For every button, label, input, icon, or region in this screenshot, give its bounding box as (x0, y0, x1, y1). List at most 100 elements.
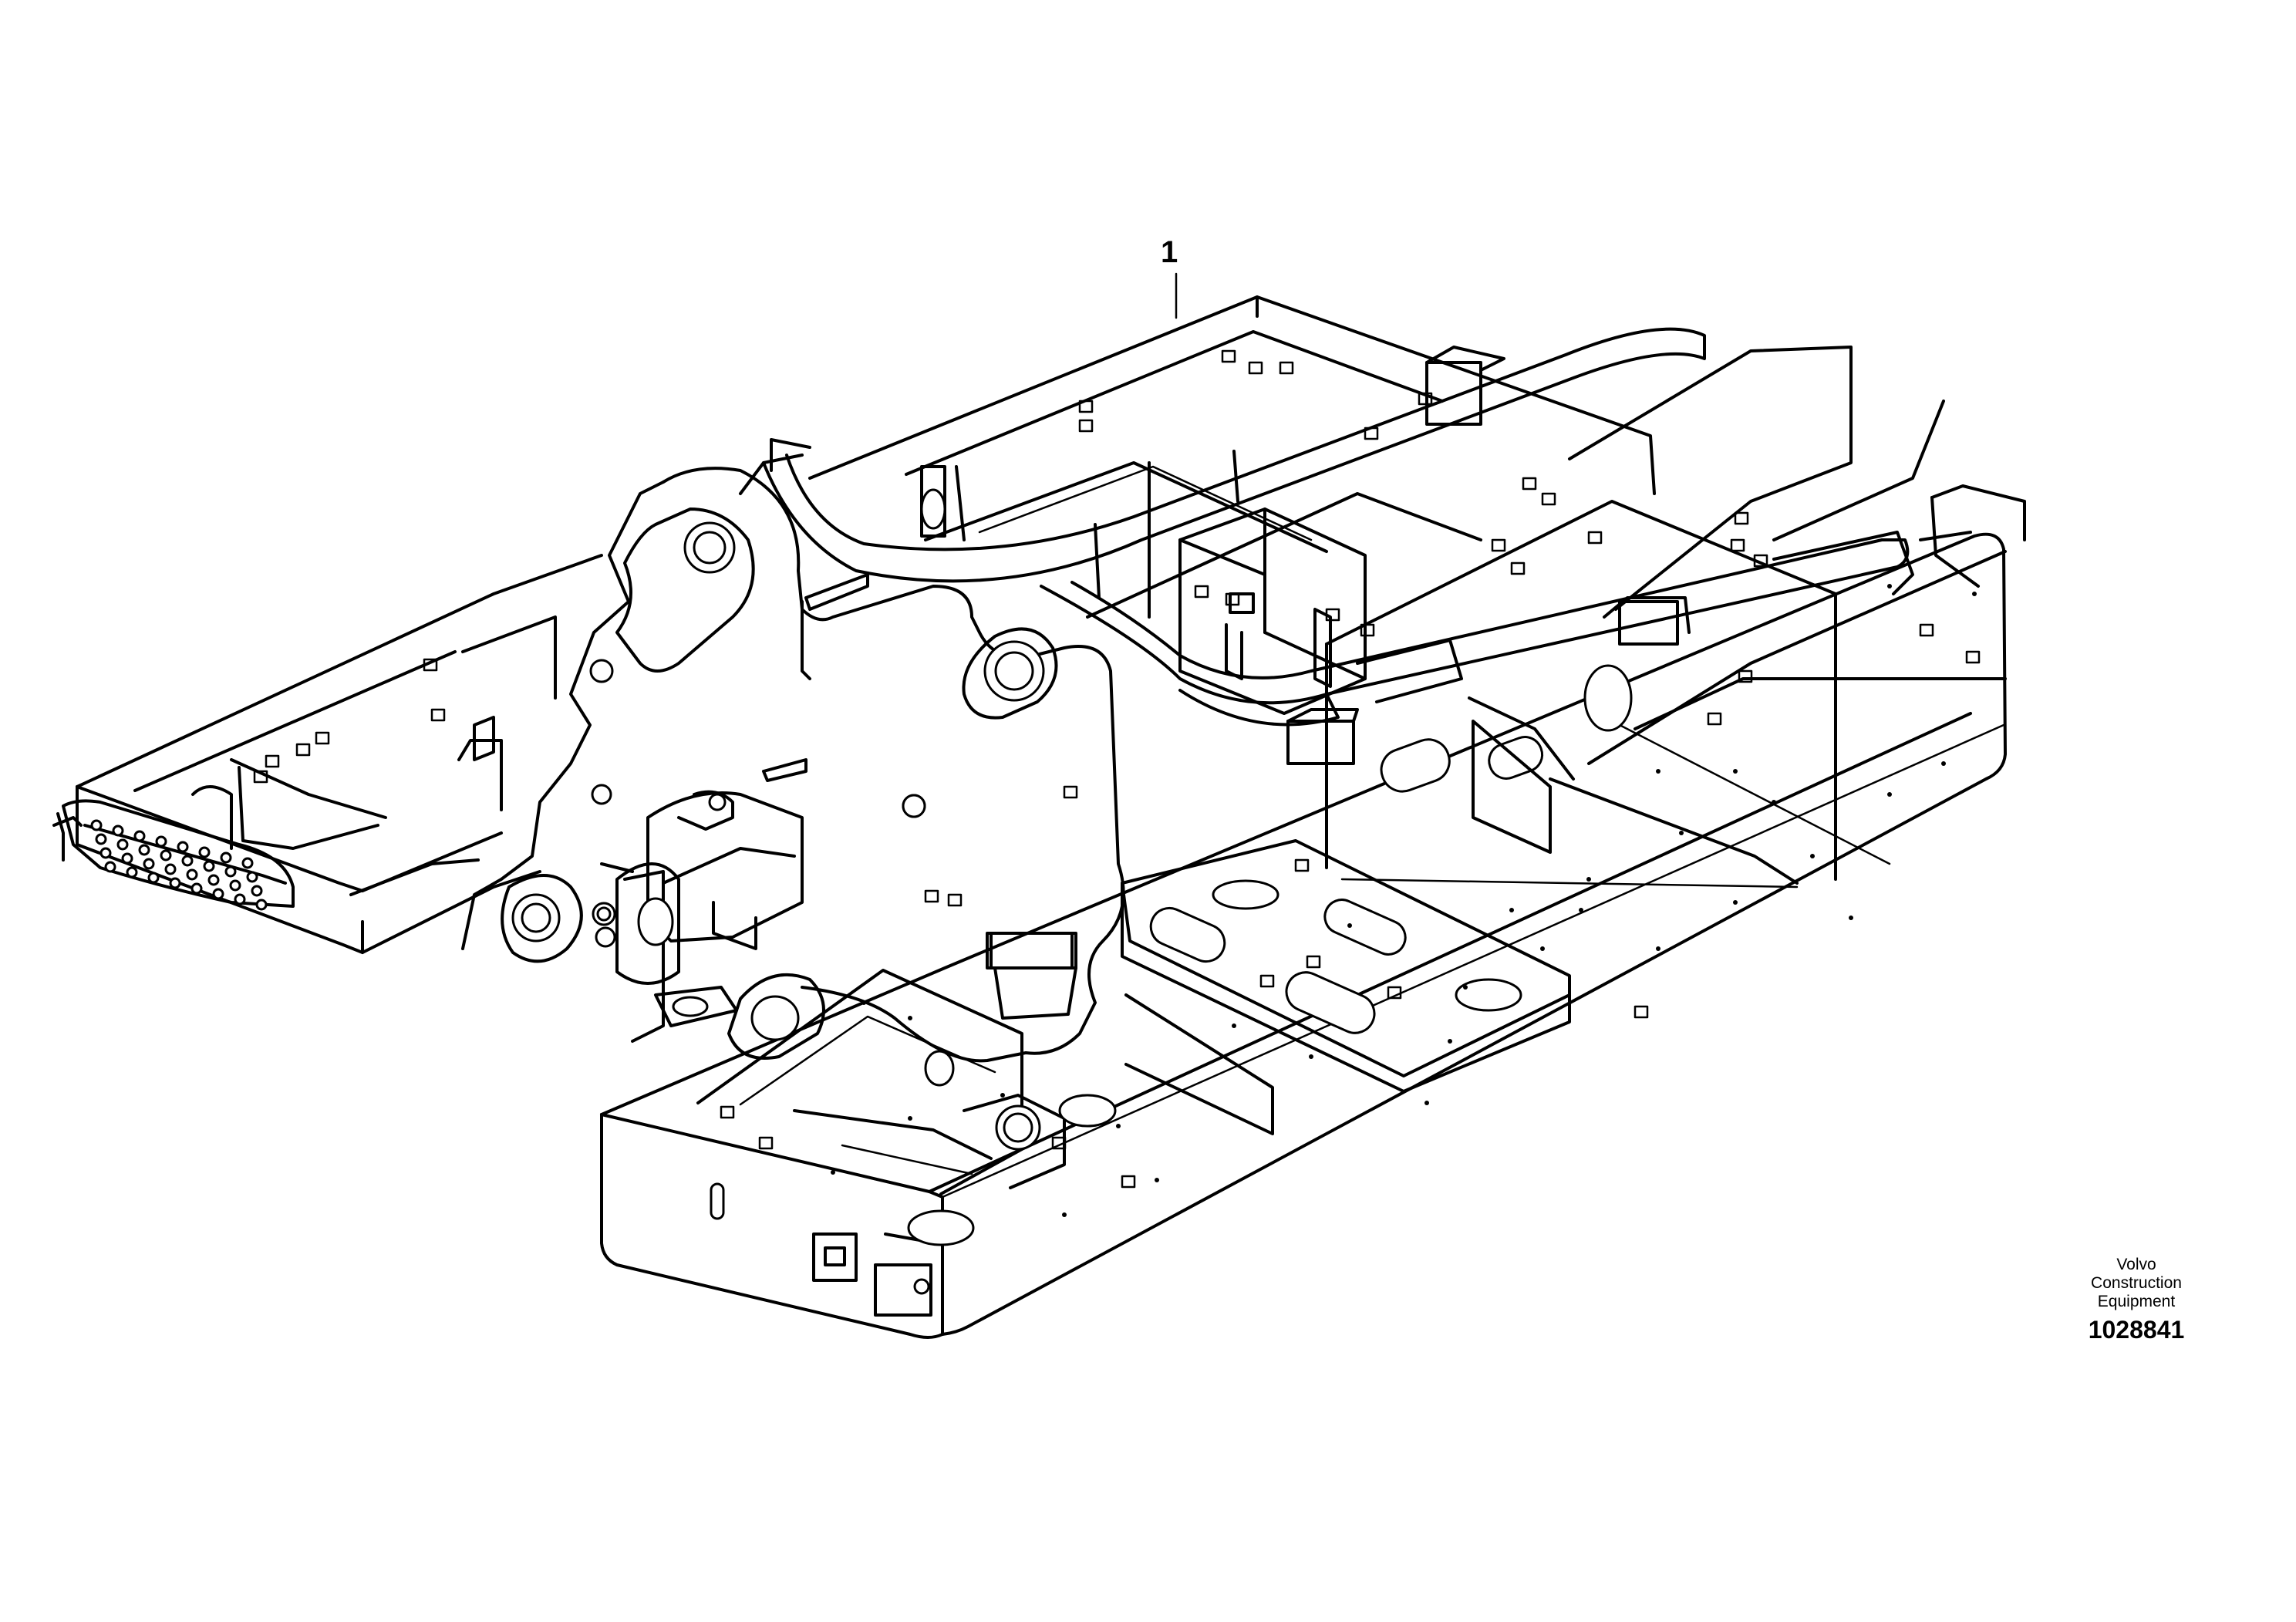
step-perforation (164, 863, 177, 875)
rivet-dot (1579, 908, 1583, 912)
rivet-dot (1941, 761, 1946, 766)
hardware-block (1965, 650, 1981, 664)
step-perforation (190, 882, 203, 895)
rivet-dot (1116, 1124, 1121, 1128)
rivet-dot (1509, 908, 1514, 912)
rivet-dot (908, 1016, 912, 1020)
right-floor-panels (1325, 500, 2007, 889)
rivet-dot (1679, 831, 1684, 835)
step-perforation (116, 838, 129, 851)
hardware-block (423, 658, 438, 672)
step-perforation (90, 819, 103, 831)
rivet-dot (1463, 985, 1468, 990)
step-perforation (160, 849, 172, 862)
hardware-block (253, 770, 268, 784)
hardware-block (1194, 585, 1209, 599)
hardware-block (1738, 669, 1753, 683)
hardware-block (265, 754, 280, 768)
step-perforation (133, 830, 146, 842)
step-perforation (246, 871, 258, 883)
step-perforation (155, 835, 167, 848)
hardware-block (1360, 623, 1375, 637)
boom-foot-bracket (461, 438, 1125, 1063)
hardware-block (1387, 986, 1402, 1000)
step-perforation (224, 865, 237, 878)
drawing-credit: Volvo Construction Equipment 1028841 (2021, 1256, 2252, 1345)
drawing-number: 1028841 (2088, 1316, 2185, 1344)
step-perforation (186, 868, 198, 881)
rivet-dot (908, 1116, 912, 1121)
step-perforation (181, 855, 194, 867)
callout-number: 1 (1161, 235, 1178, 269)
deck-structure (696, 969, 1274, 1246)
hardware-blocks (253, 349, 1981, 1217)
hardware-block (1418, 392, 1433, 406)
rivet-dot (1424, 1101, 1429, 1105)
hardware-block (1078, 419, 1094, 433)
rivet-dot (1309, 1054, 1313, 1059)
rivet-dot (1733, 769, 1738, 774)
rivet-dot (1656, 946, 1660, 951)
hardware-block (1306, 955, 1321, 969)
hardware-block (1121, 1175, 1136, 1189)
hardware-block (315, 731, 330, 745)
rivet-dot (1887, 584, 1892, 588)
hardware-block (1587, 531, 1603, 545)
hardware-block (947, 893, 963, 907)
step-perforation (234, 893, 246, 905)
hardware-block (1248, 361, 1263, 375)
step-perforation (255, 899, 268, 911)
step-perforation (177, 841, 189, 853)
hardware-block (1491, 538, 1506, 552)
rivet-dot (1733, 900, 1738, 905)
step-perforation (241, 857, 254, 869)
hardware-block (1225, 592, 1240, 606)
hardware-block (1294, 858, 1310, 872)
step-perforation (251, 885, 263, 897)
step-perforation (143, 858, 155, 870)
rivet-dot (1810, 854, 1815, 858)
rivet-dot (1155, 1178, 1159, 1182)
hardware-block (1919, 623, 1934, 637)
hardware-block (1051, 1136, 1067, 1150)
rivet-dot (1232, 1023, 1236, 1028)
hardware-block (430, 708, 446, 722)
step-plate (62, 799, 295, 911)
hardware-block (1078, 400, 1094, 413)
right-side-rail (600, 532, 2007, 1339)
hardware-block (924, 889, 939, 903)
rivet-dot (861, 1000, 866, 1005)
hardware-block (1279, 361, 1294, 375)
rivet-dot (1347, 923, 1352, 928)
hardware-block (1325, 608, 1340, 622)
step-perforation (121, 852, 133, 865)
step-perforation (229, 879, 241, 892)
step-perforation (207, 874, 220, 886)
step-perforation (147, 872, 160, 884)
step-perforation (138, 844, 150, 856)
rivet-dot (1887, 792, 1892, 797)
rivet-dot (831, 1170, 835, 1175)
rivet-dot (1540, 946, 1545, 951)
step-perforation (169, 877, 181, 889)
step-perforation (220, 851, 232, 864)
hardware-block (1510, 561, 1526, 575)
hardware-block (1633, 1005, 1649, 1019)
hardware-block (1734, 511, 1749, 525)
rivet-dot (1062, 1212, 1067, 1217)
rivet-dot (1849, 916, 1853, 920)
center-box-beam (990, 839, 1571, 1093)
step-perforation (95, 833, 107, 845)
step-perforation (112, 824, 124, 837)
step-perforation (126, 866, 138, 878)
hardware-block (1259, 974, 1275, 988)
rivet-dot (1656, 769, 1660, 774)
hardware-block (1730, 538, 1745, 552)
hardware-block (758, 1136, 774, 1150)
left-side-rail (52, 554, 603, 954)
step-perforation (104, 861, 116, 873)
rivet-dot (1586, 877, 1591, 882)
hardware-block (1541, 492, 1556, 506)
manufacturer-name: Volvo Construction Equipment (2091, 1256, 2182, 1310)
